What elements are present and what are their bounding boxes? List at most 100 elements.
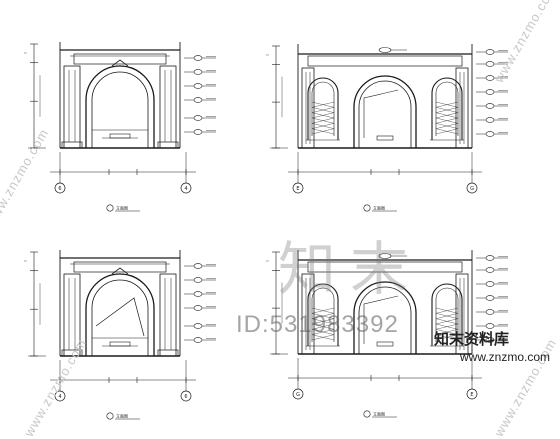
cornice-block xyxy=(73,53,167,65)
pilaster xyxy=(159,273,177,357)
pilaster-base xyxy=(157,141,179,149)
lattice-line xyxy=(311,107,335,113)
grid-bubble xyxy=(292,388,304,400)
grid-label: 6 xyxy=(58,186,61,192)
callout-bubble xyxy=(485,255,495,261)
arch-window-right xyxy=(431,77,463,140)
title-bubble xyxy=(363,410,371,418)
callout-bubble xyxy=(193,337,203,343)
lattice-line xyxy=(311,313,335,319)
drawing-title: 立面图 xyxy=(116,205,128,211)
lattice-line xyxy=(435,112,459,119)
arch-inner xyxy=(91,71,149,148)
level-mark: ▭ xyxy=(266,53,269,57)
pilaster-base xyxy=(61,349,83,357)
lattice-line xyxy=(435,313,459,319)
grid-label: 4 xyxy=(58,394,61,400)
callout-bubble xyxy=(485,295,495,301)
lattice-line xyxy=(435,323,459,330)
callout-bubble xyxy=(193,129,203,135)
callout-bubble xyxy=(193,83,203,89)
interior-door xyxy=(363,89,399,138)
pilaster-base xyxy=(157,349,179,357)
arch-main-outer xyxy=(353,281,417,354)
callout-bubble xyxy=(193,277,203,283)
callout-bubble xyxy=(193,323,203,329)
lattice-line xyxy=(311,334,335,341)
cornice-block xyxy=(73,261,167,273)
brand-watermark: 知末 xyxy=(278,235,423,303)
callout-bubble xyxy=(193,291,203,297)
title-bubble xyxy=(363,204,371,212)
arch-window-inner-left xyxy=(311,287,335,342)
elevation-panel-4: ▭ G E 立面图 xyxy=(266,250,508,418)
grid-bubble xyxy=(466,182,478,194)
logo-url: www.znzmo.com xyxy=(460,350,551,364)
cornice-block xyxy=(307,261,463,273)
nameplate xyxy=(109,133,131,139)
id-watermark: ID:531983392 xyxy=(236,311,399,338)
lattice-line xyxy=(435,123,459,129)
nameplate xyxy=(376,135,394,141)
level-mark: ▭ xyxy=(24,259,27,263)
callout-bubble xyxy=(193,263,203,269)
cornice-block xyxy=(307,55,463,67)
drawing-title: 立面图 xyxy=(373,205,385,211)
interior-door xyxy=(95,297,145,337)
callout-bubble xyxy=(485,49,495,55)
arch-window-left xyxy=(307,77,339,140)
grid-bubble xyxy=(54,390,66,402)
arch-main-outer xyxy=(353,75,417,148)
callout-bubble xyxy=(193,115,203,121)
logo-title: 知末资料库 xyxy=(434,330,510,348)
callout-bubble xyxy=(193,69,203,75)
callout-bubble xyxy=(485,281,495,287)
lattice-line xyxy=(435,318,459,325)
callout-bubble xyxy=(193,305,203,311)
interior-door xyxy=(363,295,399,344)
drawing-title: 立面图 xyxy=(373,411,385,417)
pilaster xyxy=(455,273,469,355)
callout-bubble xyxy=(485,267,495,273)
level-mark: ▭ xyxy=(266,259,269,263)
grid-bubble xyxy=(180,182,192,194)
lattice-line xyxy=(435,334,459,341)
callout-bubble xyxy=(193,55,203,61)
callout-bubble xyxy=(485,103,495,109)
lattice-line xyxy=(311,128,335,135)
arch-window-inner-right xyxy=(435,287,459,342)
pilaster xyxy=(301,67,315,149)
drawing-title: 立面图 xyxy=(116,413,128,419)
grid-label: E xyxy=(470,392,473,398)
grid-bubble xyxy=(466,388,478,400)
arch-window-right xyxy=(431,283,463,346)
site-logo: 知末资料库 www.znzmo.com xyxy=(434,328,554,370)
lattice-line xyxy=(435,101,459,108)
lattice-line xyxy=(435,128,459,135)
lattice-line xyxy=(435,117,459,124)
ceiling-callout xyxy=(378,47,392,53)
callout-bubble xyxy=(485,131,495,137)
callout-bubble xyxy=(485,117,495,123)
grid-bubble xyxy=(54,182,66,194)
lattice-line xyxy=(311,329,335,335)
lattice-line xyxy=(435,107,459,113)
grid-label: 4 xyxy=(184,186,187,192)
grid-label: G xyxy=(296,392,300,398)
lattice-line xyxy=(311,112,335,119)
pilaster-base xyxy=(61,141,83,149)
keystone xyxy=(111,267,129,275)
arch-window-inner-left xyxy=(311,81,335,136)
title-bubble xyxy=(106,204,114,212)
grid-bubble xyxy=(292,182,304,194)
lattice-line xyxy=(311,307,335,314)
callout-bubble xyxy=(485,61,495,67)
arch-outer xyxy=(85,65,155,148)
lattice-line xyxy=(311,323,335,330)
nameplate xyxy=(376,341,394,347)
callout-bubble xyxy=(485,309,495,315)
arch-inner xyxy=(91,279,149,356)
